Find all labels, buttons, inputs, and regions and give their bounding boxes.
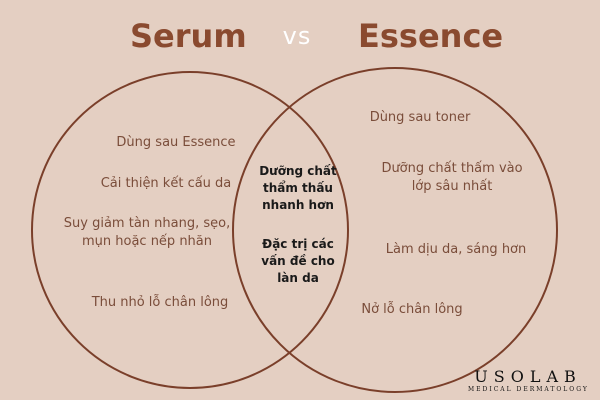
essence-title: Essence (358, 17, 504, 55)
overlap-item: Đặc trị các vấn đề cho làn da (261, 237, 335, 285)
brand-logo: USOLAB MEDICAL DERMATOLOGY (468, 368, 588, 394)
serum-item: Cải thiện kết cấu da (100, 176, 232, 191)
serum-circle (31, 71, 349, 389)
serum-item: Dùng sau Essence (116, 135, 236, 150)
brand-name: USOLAB (474, 367, 582, 386)
essence-item: Làm dịu da, sáng hơn (385, 242, 527, 257)
serum-item: Suy giảm tàn nhang, sẹo, mụn hoặc nếp nh… (63, 216, 231, 249)
vs-label: vs (282, 22, 312, 50)
essence-circle (232, 67, 558, 393)
essence-item: Nở lỗ chân lông (361, 302, 463, 317)
essence-item: Dưỡng chất thấm vào lớp sâu nhất (381, 161, 523, 194)
serum-item: Thu nhỏ lỗ chân lông (91, 295, 229, 310)
brand-subtitle: MEDICAL DERMATOLOGY (468, 386, 589, 393)
essence-item: Dùng sau toner (369, 110, 471, 125)
overlap-item: Dưỡng chất thẩm thấu nhanh hơn (259, 164, 337, 212)
serum-title: Serum (130, 17, 247, 55)
